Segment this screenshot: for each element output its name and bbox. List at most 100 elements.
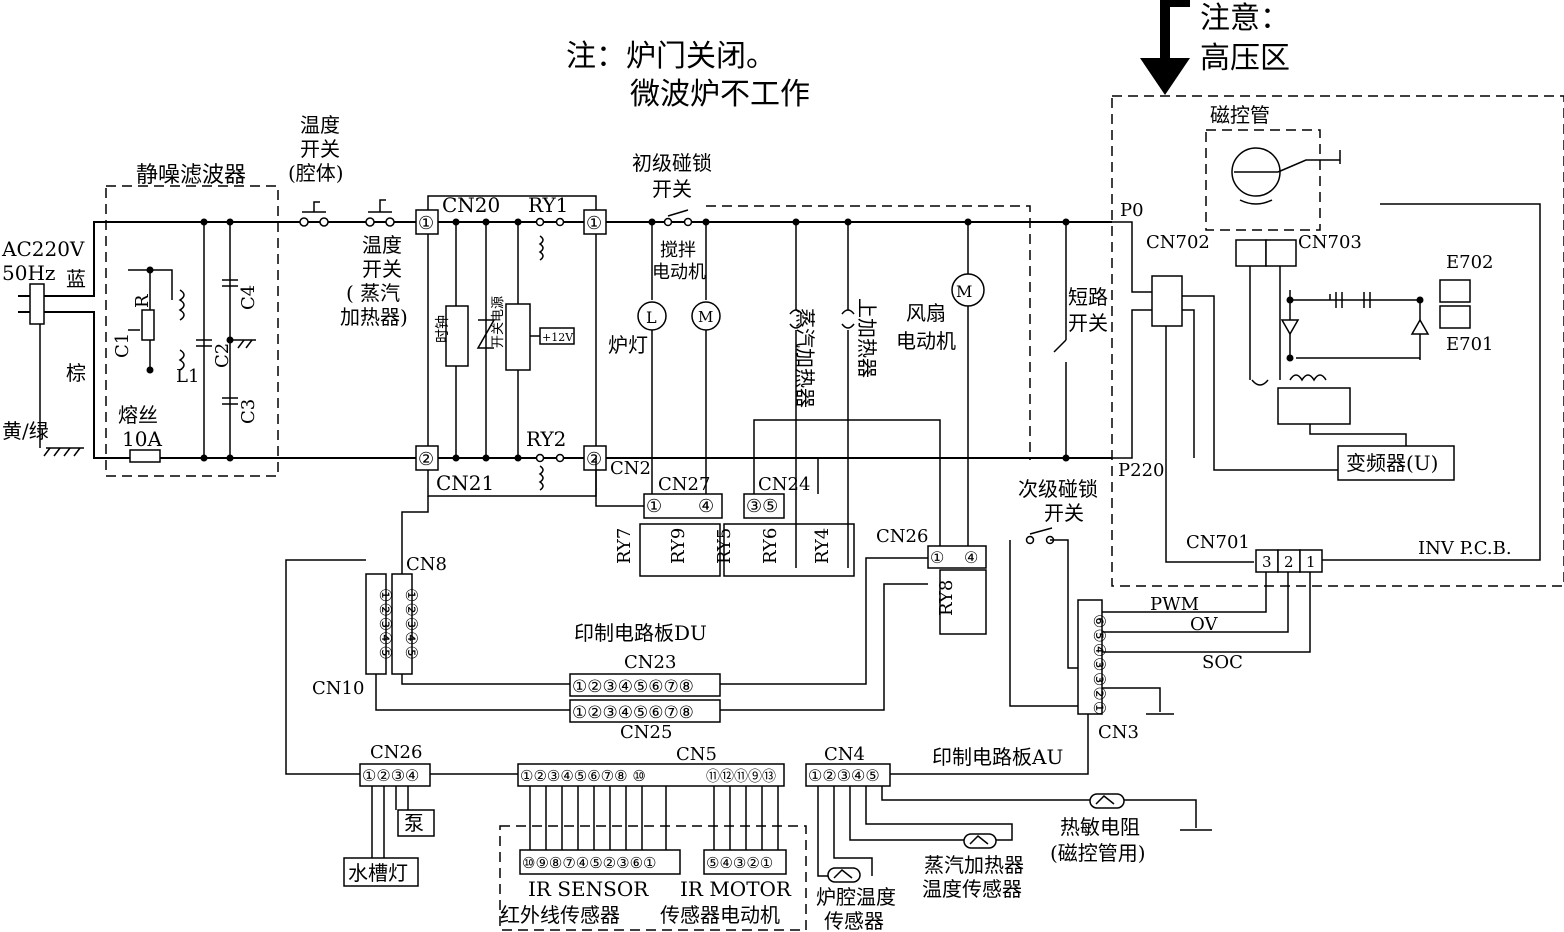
ry4-label: RY4 [812, 528, 833, 564]
short-switch-1: 短路 [1068, 285, 1108, 309]
ir-sensor-cn: 红外线传感器 [500, 903, 620, 927]
ov-label: OV [1190, 614, 1218, 635]
cn26a-pin1: ① [930, 548, 944, 567]
cn4-block [805, 763, 891, 787]
ac-label: AC220V [1, 237, 85, 261]
note-hv-2: 高压区 [1200, 41, 1290, 76]
ry5-label: RY5 [714, 528, 735, 564]
cn25-label: CN25 [620, 722, 672, 743]
hv-circuit [1112, 203, 1541, 563]
hv-zone [1111, 95, 1564, 587]
noise-filter-title: 静噪滤波器 [136, 163, 246, 188]
cn23-label: CN23 [624, 652, 676, 673]
top-heater-label: 上加热器 [855, 298, 879, 378]
cn20-label: CN20 [442, 193, 500, 217]
thermistor-icon [1089, 793, 1125, 809]
brown-label: 棕 [66, 361, 86, 385]
c1-label: C1 [112, 333, 133, 358]
du-wiring [285, 496, 1089, 775]
e701-block [1439, 305, 1471, 329]
cn21-pin2-label: ② [418, 449, 434, 470]
hv-arrow-icon [1140, 0, 1190, 95]
pump-label: 泵 [404, 811, 424, 835]
signal-lines [1102, 572, 1311, 715]
thermo-steam-3: ( 蒸汽 [346, 281, 400, 305]
cn2-pin2 [583, 445, 607, 471]
secondary-interlock-switch-icon [1009, 527, 1078, 707]
psu-label: 开关电源 [491, 296, 506, 348]
sensor-wiring [817, 786, 1212, 877]
cn21-label: CN21 [436, 471, 494, 495]
ry9-label: RY9 [668, 528, 689, 564]
pump-lamp-wiring [371, 786, 409, 858]
board-au-label: 印制电路板AU [932, 745, 1063, 769]
lamp-icon [637, 222, 667, 496]
magnetron-label: 磁控管 [1210, 103, 1270, 127]
cn20-pin1-label: ① [418, 213, 434, 234]
primary-interlock-1: 初级碰锁 [632, 151, 712, 175]
ir-motor-block [703, 849, 787, 875]
fan-symbol: M [956, 282, 972, 301]
cn27-pin4: ④ [698, 496, 714, 517]
c2-label: C2 [212, 343, 233, 368]
cn25-block [569, 699, 721, 723]
thermo-cavity-switch-icon [299, 201, 329, 227]
cn10-pins: ①②③④⑤ [376, 588, 395, 660]
fan-label-2: 电动机 [896, 329, 956, 353]
cn26a-block [927, 545, 987, 569]
cn24-label: CN24 [758, 474, 810, 495]
plug-icon [18, 221, 410, 459]
cn703-block [1265, 239, 1297, 267]
short-switch-icon [1053, 218, 1070, 462]
ry7-label: RY7 [614, 528, 635, 564]
cavity-sensor-icon [827, 867, 861, 883]
transformer-term [1151, 275, 1183, 327]
cn26a-pin4: ④ [964, 548, 978, 567]
ir-motor-en: IR MOTOR [680, 877, 792, 901]
cn3-pins-bottom: ③②① [1090, 672, 1109, 715]
ir-sensor-en: IR SENSOR [528, 877, 649, 901]
tank-lamp-box [343, 857, 419, 887]
e702-block [1439, 279, 1471, 303]
steam-heater-label: 蒸汽加热器 [793, 308, 817, 408]
inv-pcb-label: INV P.C.B. [1418, 538, 1512, 559]
cn2-pin1 [583, 209, 607, 235]
cn8-pins: ①②③④⑤ [402, 588, 421, 660]
ir-motor-pins: ⑤④③②① [706, 854, 773, 872]
cn23-pins: ①②③④⑤⑥⑦⑧ [572, 677, 694, 697]
steam-heater-icon [789, 218, 803, 568]
thermo-steam-switch-icon [365, 199, 395, 227]
stirrer-motor-icon [691, 222, 721, 496]
l1-label: L1 [176, 366, 199, 387]
c3-label: C3 [238, 399, 259, 424]
cn5-label: CN5 [676, 744, 717, 765]
note-door-1: 注：炉门关闭。 [566, 39, 776, 74]
primary-interlock-switch-icon [648, 205, 1031, 460]
c4-label: C4 [238, 285, 259, 310]
thermo-cavity-3: (腔体) [288, 161, 344, 185]
relay-bank [595, 419, 941, 577]
cn8-label: CN8 [406, 554, 447, 575]
cn3-pins-top: ⑥⑤④③ [1090, 614, 1109, 671]
cn4-pins: ①②③④⑤ [808, 766, 880, 785]
steam-sensor-1: 蒸汽加热器 [924, 853, 1024, 877]
lamp-label: 炉灯 [608, 333, 648, 357]
ry1-contact-icon [535, 217, 565, 261]
soc-label: SOC [1202, 652, 1243, 673]
cn26a-label: CN26 [876, 526, 928, 547]
cn702-label: CN702 [1146, 232, 1210, 253]
cn702-block [1235, 239, 1267, 267]
cn2-label: CN2 [610, 458, 651, 479]
e701-label: E701 [1446, 334, 1494, 355]
fuse-label: 熔丝 [118, 403, 158, 427]
cn23-block [569, 673, 721, 697]
ir-motor-cn: 传感器电动机 [660, 903, 780, 927]
fan-label-1: 风扇 [906, 301, 946, 325]
stirrer-label-1: 搅拌 [660, 240, 696, 261]
cn701-label: CN701 [1186, 532, 1250, 553]
e702-label: E702 [1446, 252, 1494, 273]
thermo-steam-1: 温度 [362, 233, 402, 257]
hz-label: 50Hz [2, 261, 55, 285]
thermistor-1: 热敏电阻 [1060, 815, 1140, 839]
